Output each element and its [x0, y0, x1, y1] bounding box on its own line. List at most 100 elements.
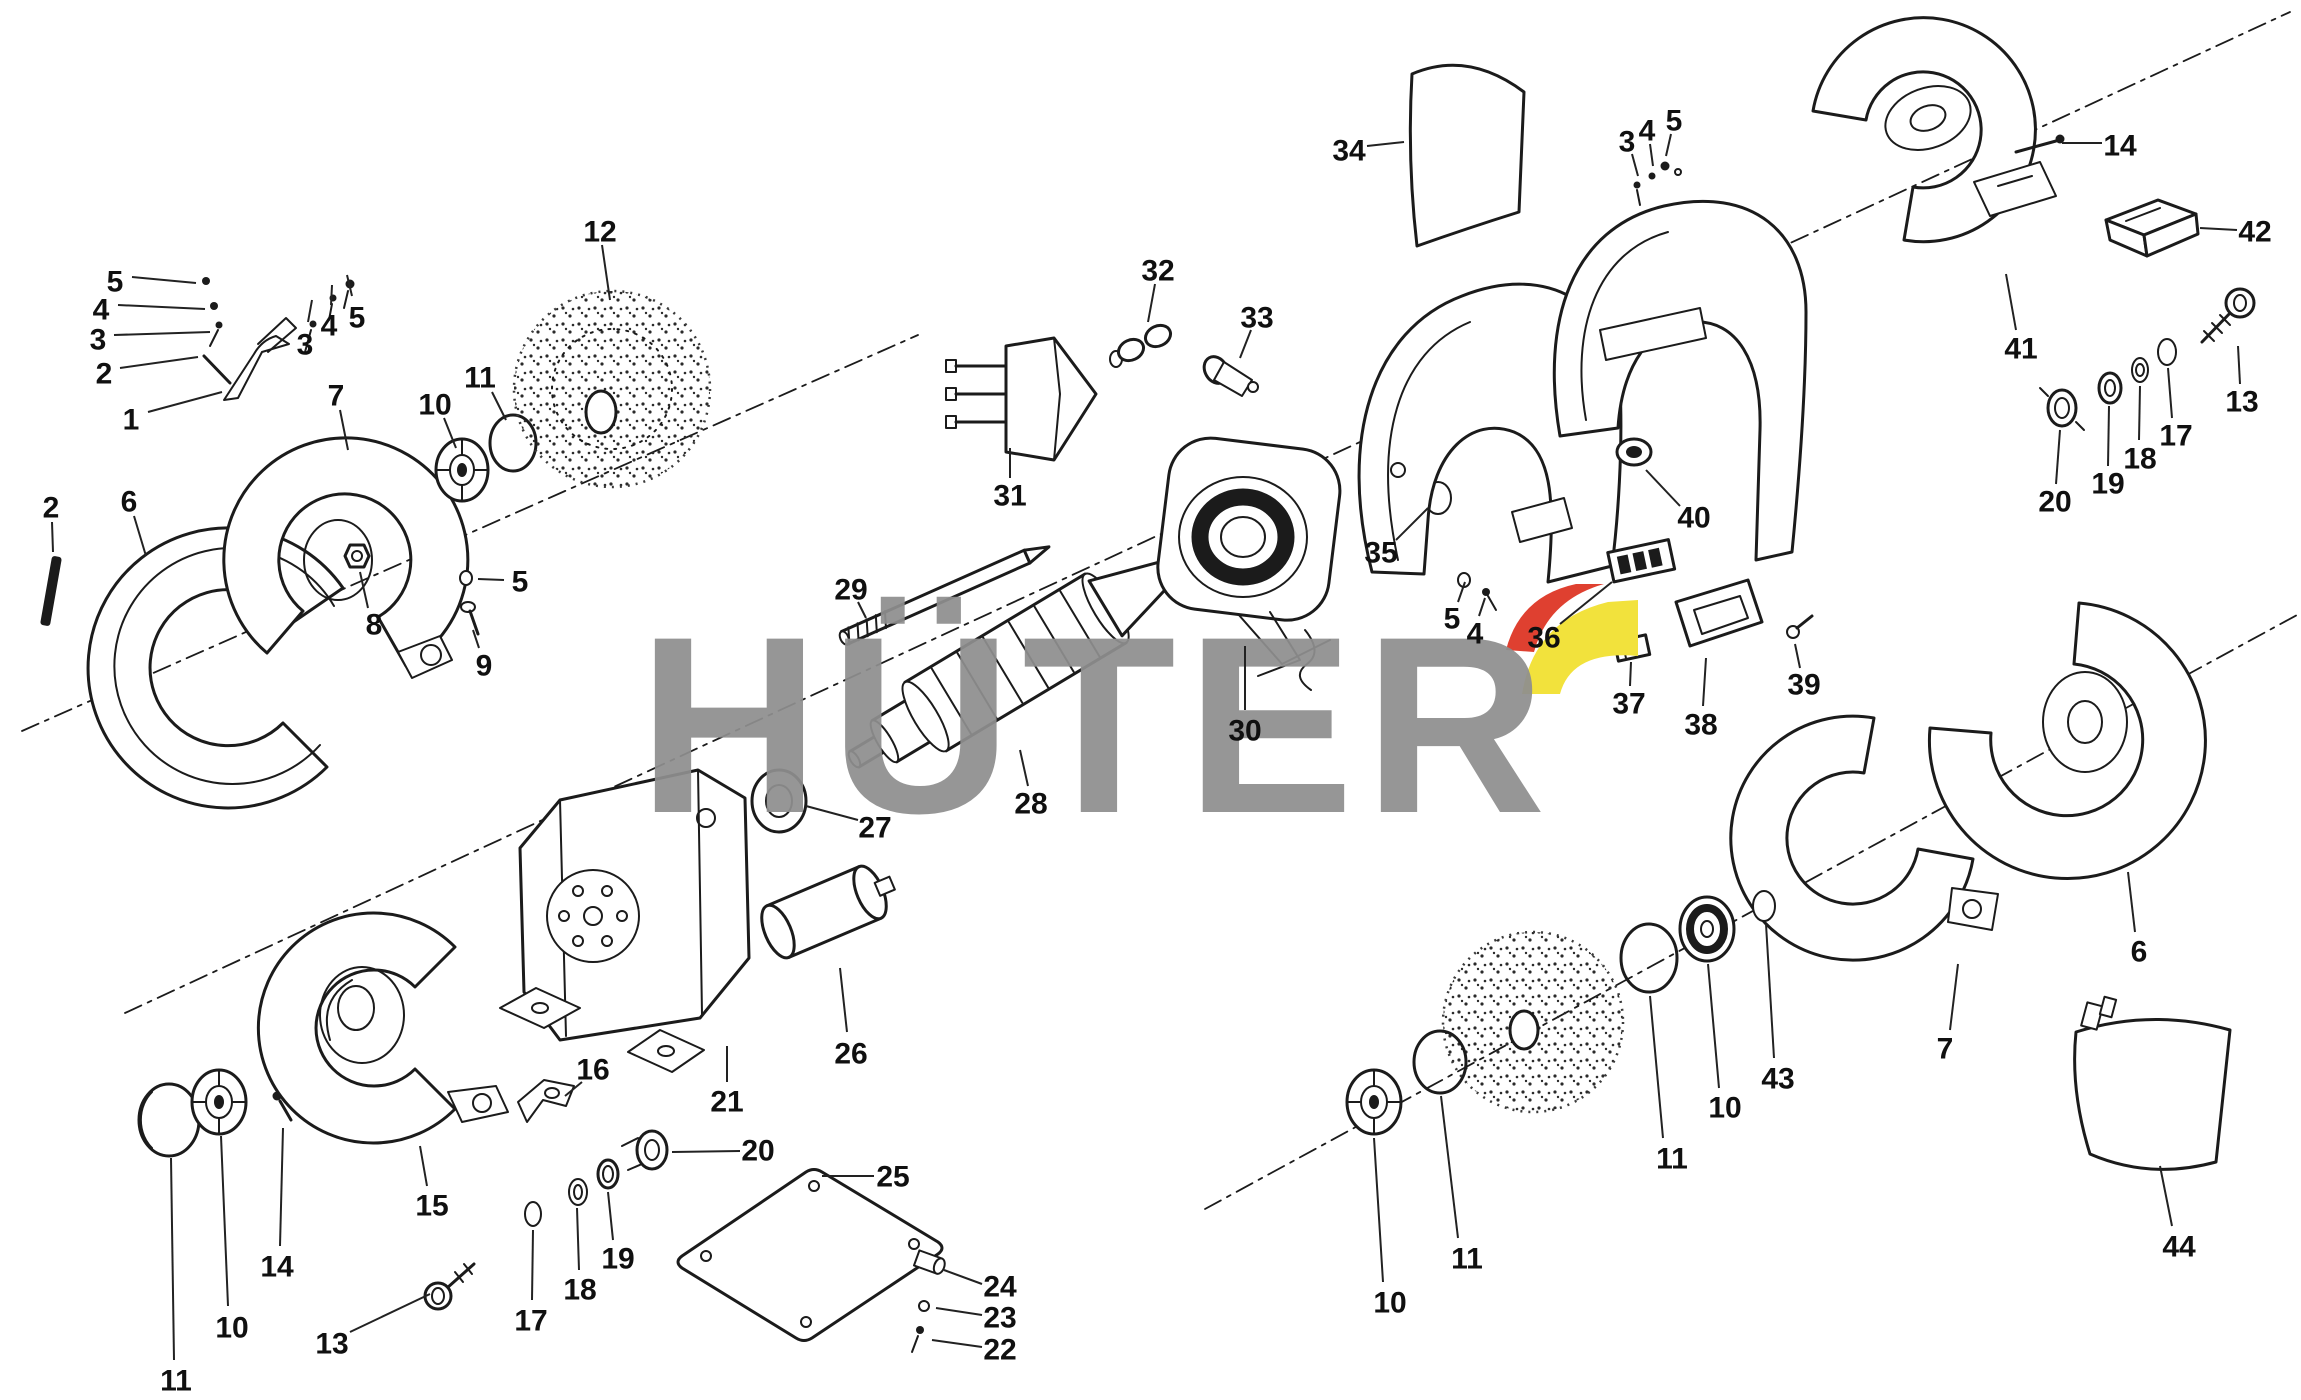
- part-number-label: 20: [741, 1135, 774, 1168]
- leader-line: [117, 304, 206, 310]
- part-number-label: 43: [1761, 1063, 1794, 1096]
- part-number-label: 3: [1619, 126, 1636, 159]
- leader-line: [2159, 1165, 2173, 1227]
- leader-line: [931, 1339, 983, 1348]
- leader-line: [133, 515, 147, 557]
- part-39-screw-drawing: [1786, 614, 1814, 639]
- leader-line: [2005, 273, 2017, 331]
- part-number-label: 19: [601, 1243, 634, 1276]
- part-13-bolt-right-drawing: [2200, 287, 2256, 344]
- part-number-label: 17: [514, 1305, 547, 1338]
- part-number-label: 10: [1373, 1287, 1406, 1320]
- part-number-label: 23: [983, 1302, 1016, 1335]
- leader-line: [443, 417, 457, 449]
- leader-line: [671, 1150, 741, 1153]
- part-number-label: 37: [1612, 688, 1645, 721]
- washer-set-lowerleft-drawing: [524, 1129, 669, 1227]
- part-number-label: 2: [43, 492, 60, 525]
- part-33-fitting-drawing: [1202, 355, 1259, 397]
- leader-line: [1457, 581, 1466, 603]
- leader-line: [2055, 429, 2061, 485]
- part-5-washer-drawing: [459, 570, 473, 586]
- part-7-guard-right-drawing: [1729, 714, 1999, 962]
- leader-line: [1702, 657, 1707, 707]
- part-44-eye-shield-drawing: [2073, 995, 2232, 1171]
- leader-line: [349, 1293, 431, 1333]
- part-number-label: 19: [2091, 468, 2124, 501]
- leader-line: [51, 521, 54, 553]
- leader-line: [220, 1135, 229, 1307]
- leader-line: [472, 629, 480, 649]
- part-31-connector-drawing: [945, 336, 1098, 462]
- leader-line: [119, 356, 199, 369]
- leader-line: [564, 1081, 583, 1097]
- part-number-label: 12: [583, 216, 616, 249]
- part-number-label: 7: [328, 380, 345, 413]
- leader-line: [1395, 507, 1429, 541]
- leader-line: [2167, 367, 2173, 419]
- grinding-wheel-right-drawing: [1441, 930, 1625, 1114]
- part-number-label: 4: [1639, 115, 1656, 148]
- leader-line: [346, 274, 353, 297]
- part-16-bracket-drawing: [517, 1079, 575, 1123]
- part-number-label: 35: [1364, 537, 1397, 570]
- leader-line: [1949, 963, 1959, 1031]
- part-32-beads-drawing: [1109, 323, 1173, 368]
- leader-line: [2199, 227, 2238, 231]
- part-number-label: 10: [418, 389, 451, 422]
- part-number-label: 40: [1677, 502, 1710, 535]
- part-4-screw-right-drawing: [1482, 588, 1497, 611]
- part-8-nut-drawing: [343, 543, 371, 569]
- part-number-label: 28: [1014, 788, 1047, 821]
- leader-line: [1707, 963, 1720, 1089]
- leader-line: [607, 1191, 614, 1241]
- part-number-label: 34: [1332, 135, 1366, 168]
- part-number-label: 17: [2159, 420, 2192, 453]
- part-12-grinding-wheel-drawing: [512, 289, 712, 489]
- part-number-label: 36: [1527, 622, 1560, 655]
- part-number-label: 5: [107, 266, 124, 299]
- part-34-shield-sheet-drawing: [1408, 63, 1526, 248]
- part-27-bearing-drawing: [750, 768, 808, 834]
- part-38-plate-drawing: [1674, 578, 1764, 648]
- part-number-label: 22: [983, 1334, 1016, 1367]
- part-21-motor-bracket-drawing: [499, 768, 751, 1073]
- leader-line: [2107, 405, 2110, 467]
- leader-line: [1373, 1137, 1384, 1283]
- part-9-screw-drawing: [460, 601, 480, 636]
- part-number-label: 10: [215, 1312, 248, 1345]
- leader-line: [1649, 143, 1654, 167]
- leader-line: [943, 1269, 983, 1285]
- part-15-guard-drawing: [256, 911, 509, 1145]
- leader-line: [330, 284, 333, 306]
- leader-line: [1559, 581, 1613, 625]
- leader-line: [531, 1229, 534, 1301]
- part-number-label: 32: [1141, 255, 1174, 288]
- leader-line: [477, 578, 505, 581]
- leader-line: [1765, 923, 1775, 1059]
- part-number-label: 4: [93, 294, 110, 327]
- part-number-label: 11: [1451, 1243, 1483, 1276]
- leader-line: [1019, 749, 1029, 787]
- leader-line: [857, 601, 867, 619]
- part-2-bar-drawing: [40, 556, 62, 626]
- part-number-label: 29: [834, 574, 867, 607]
- part-number-label: 13: [2225, 386, 2258, 419]
- leader-line: [601, 244, 611, 301]
- leader-line: [2127, 871, 2136, 933]
- screw-cluster-1-5-drawing: [202, 277, 355, 401]
- part-number-label: 1: [123, 404, 140, 437]
- leader-line: [359, 571, 369, 609]
- part-22-screw-drawing: [911, 1326, 924, 1353]
- part-number-label: 41: [2004, 333, 2037, 366]
- leader-line: [113, 331, 211, 336]
- part-number-label: 16: [576, 1054, 609, 1087]
- part-6-guard-right-drawing: [1927, 601, 2207, 880]
- part-number-label: 10: [1708, 1092, 1741, 1125]
- part-29-rod-drawing: [838, 545, 1051, 646]
- leader-line: [279, 1127, 284, 1247]
- part-40-grommet-drawing: [1615, 437, 1653, 467]
- part-number-label: 14: [260, 1251, 294, 1284]
- part-10-flange-left-drawing: [434, 437, 490, 503]
